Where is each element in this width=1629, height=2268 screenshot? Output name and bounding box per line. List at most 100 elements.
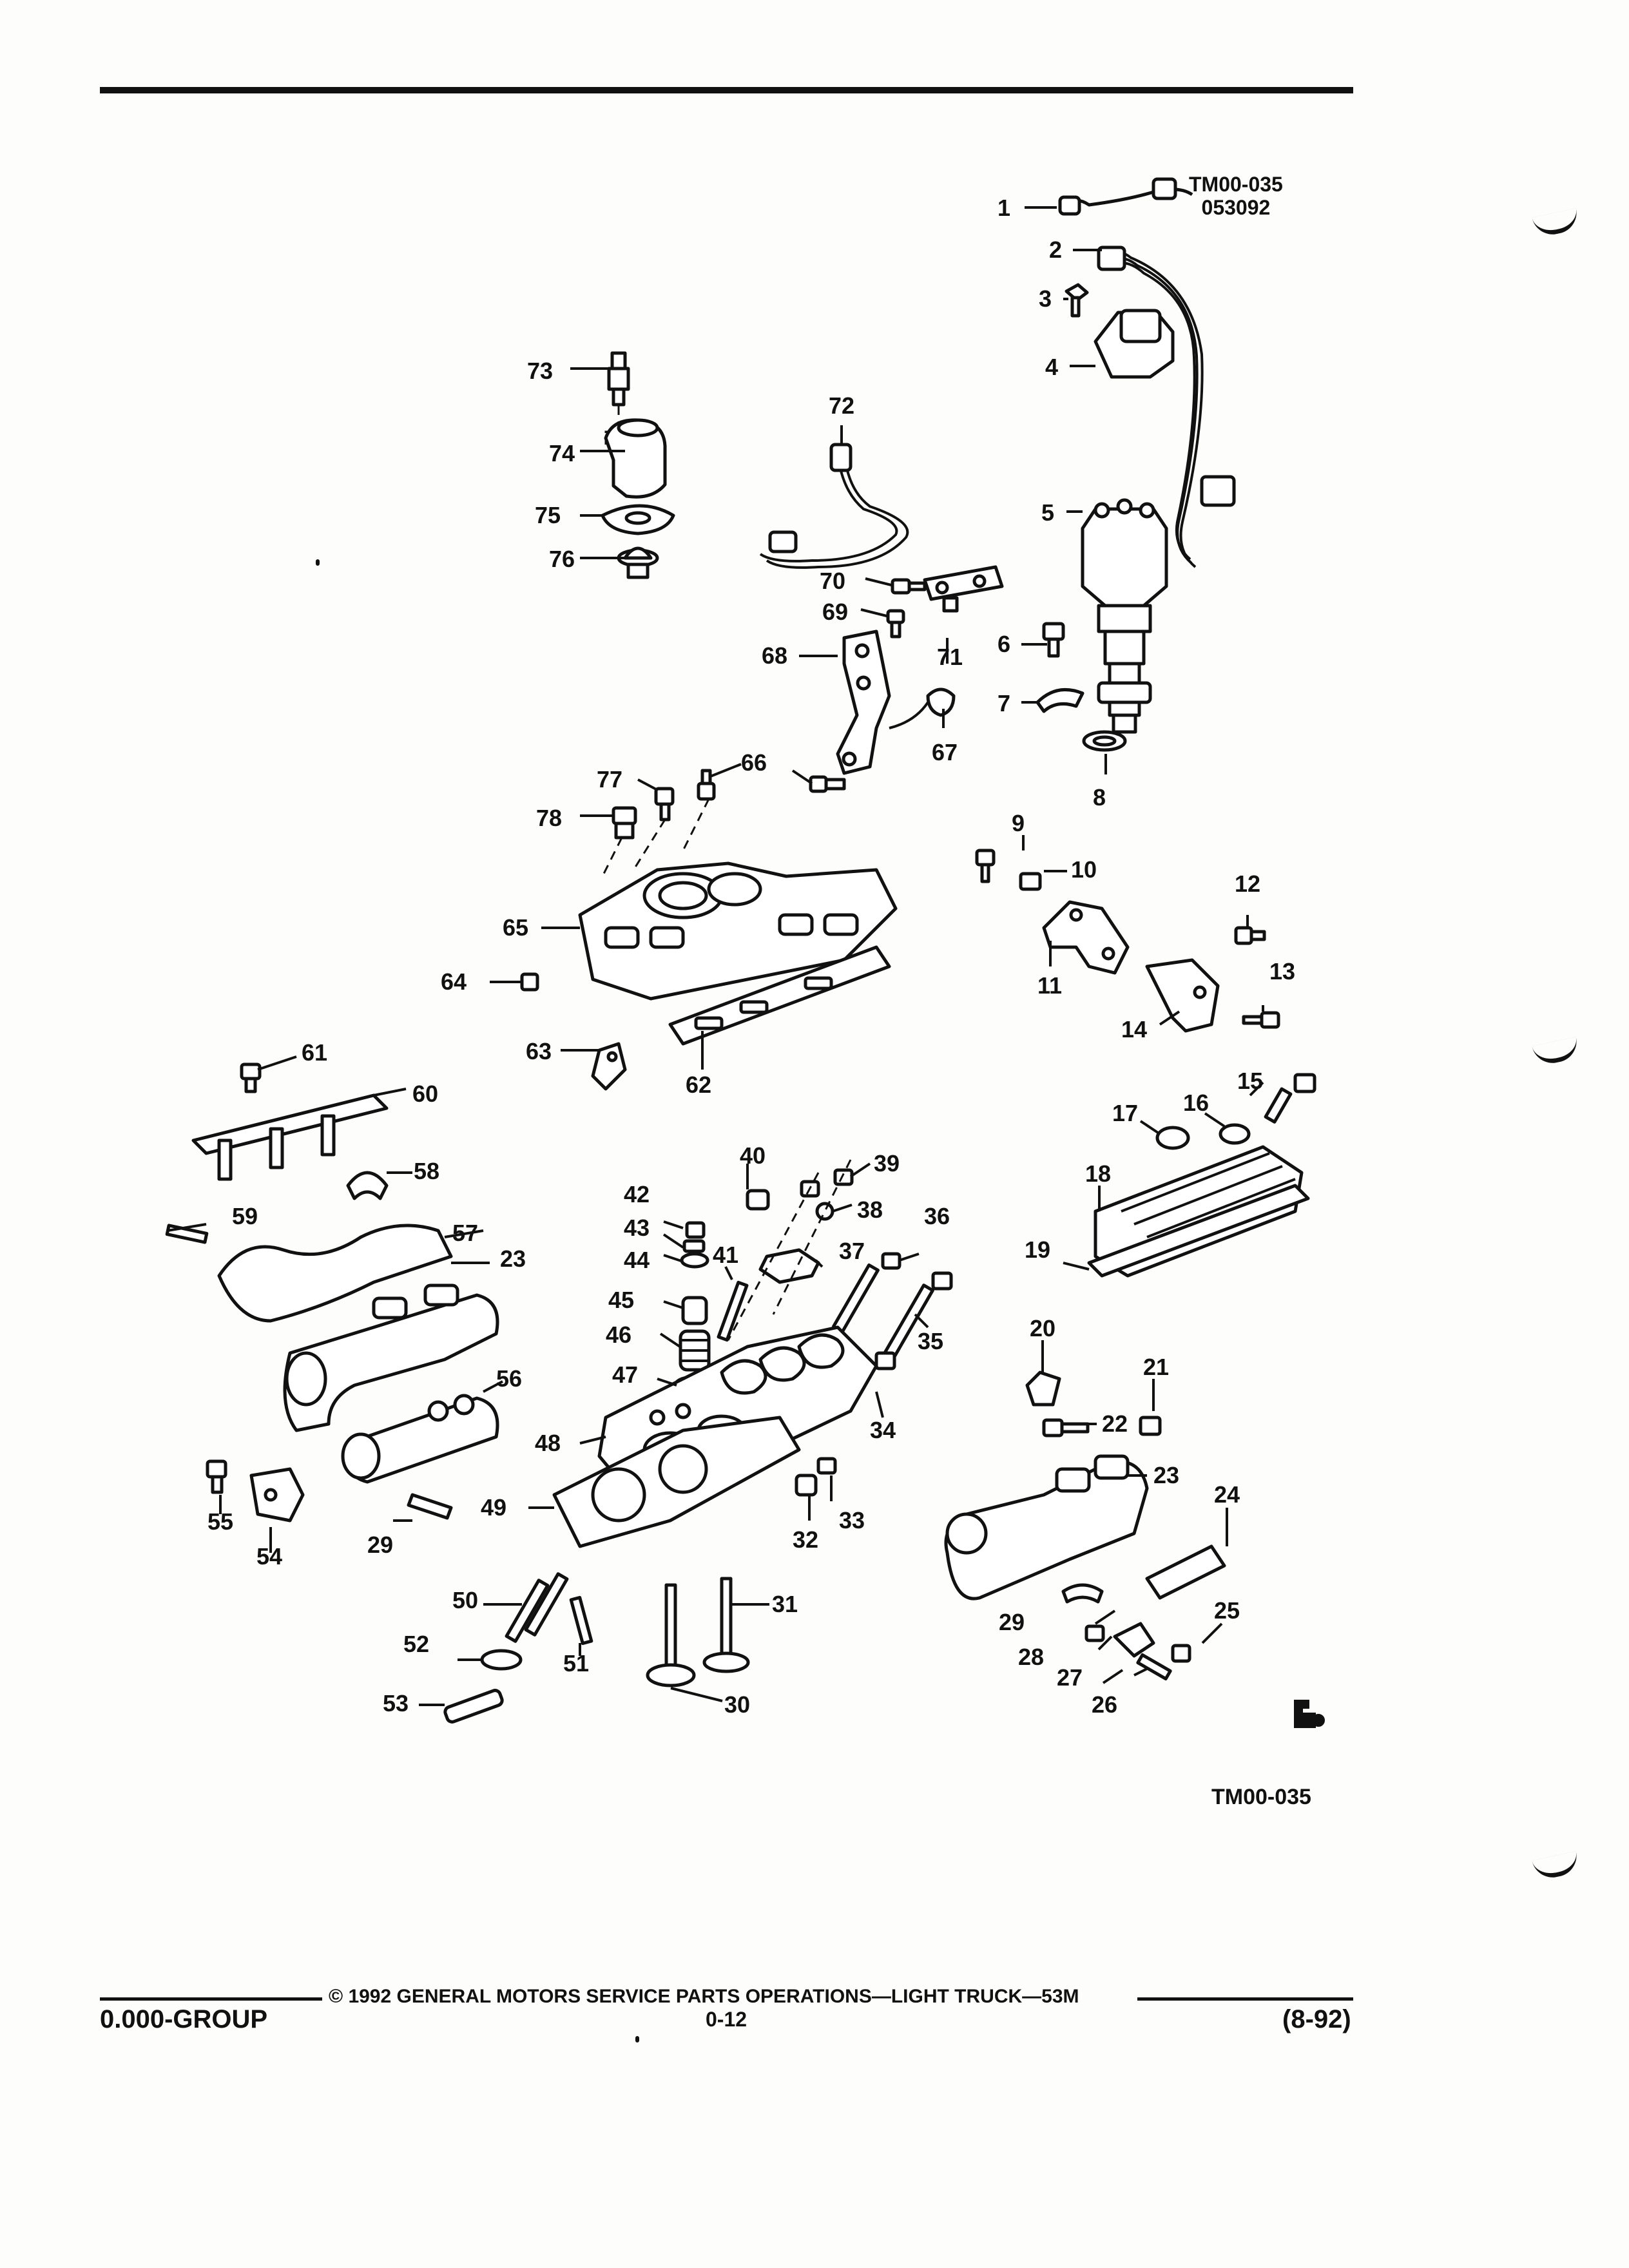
diagram-date: 053092 (1201, 196, 1271, 219)
part-38-ball (815, 1202, 834, 1221)
callout: 20 (1030, 1315, 1055, 1341)
part-33-plug (816, 1457, 837, 1475)
callout: 70 (820, 568, 845, 594)
part-76-thermostat (617, 546, 659, 579)
callout: 69 (822, 599, 848, 625)
part-43-lock (682, 1239, 706, 1253)
part-32-plug (795, 1474, 818, 1497)
part-72-sensor-wire (759, 443, 909, 569)
part-40-nut (746, 1189, 770, 1211)
callout: 40 (740, 1142, 766, 1169)
part-4-ignition-coil (1094, 309, 1175, 379)
callout: 22 (1102, 1410, 1128, 1437)
callout: 32 (793, 1526, 818, 1553)
part-24-shield (1145, 1544, 1226, 1600)
part-23-exhaust-manifold-left (283, 1283, 499, 1432)
callout: 4 (1045, 354, 1058, 380)
part-15-bolt (1264, 1073, 1316, 1124)
callout: 16 (1183, 1090, 1209, 1116)
part-56-manifold-lower (341, 1394, 499, 1484)
part-28-nut (1084, 1624, 1105, 1642)
part-50-pushrod (505, 1572, 569, 1643)
callout: 64 (441, 968, 467, 995)
part-20-bracket (1025, 1370, 1061, 1407)
diagram-code: TM00-035 (1189, 173, 1283, 196)
callout: 75 (535, 502, 561, 528)
callout: 47 (612, 1361, 638, 1388)
part-41-pushrod (717, 1280, 749, 1342)
top-rule (100, 87, 1353, 93)
part-9-bolt (975, 849, 996, 883)
part-74-water-outlet (604, 418, 667, 499)
callout: 14 (1121, 1016, 1147, 1043)
callout: 26 (1092, 1691, 1117, 1718)
callout: 61 (302, 1039, 327, 1066)
callout: 66 (741, 749, 767, 776)
part-61-bolt (240, 1062, 262, 1093)
callout: 17 (1112, 1100, 1138, 1126)
callout: 12 (1235, 870, 1260, 897)
callout: 54 (256, 1543, 282, 1570)
callout: 59 (232, 1203, 258, 1229)
part-21-nut (1139, 1416, 1162, 1436)
callout: 21 (1143, 1354, 1169, 1380)
callout: 30 (724, 1691, 750, 1718)
callout: 42 (624, 1181, 650, 1207)
part-16-grommet (1219, 1123, 1251, 1145)
part-54-bracket (249, 1467, 305, 1523)
part-57-gasket (217, 1224, 453, 1323)
callout: 76 (549, 546, 575, 572)
part-44-retainer (680, 1252, 709, 1269)
footer-rule-right (1137, 1997, 1353, 2001)
part-77-sensor (654, 787, 675, 822)
part-53-spark-plug (443, 1689, 504, 1724)
part-14-bracket (1145, 958, 1220, 1033)
part-60-rail (191, 1093, 389, 1181)
part-71-bracket (923, 565, 1004, 613)
callout: 19 (1025, 1236, 1050, 1263)
callout: 33 (839, 1507, 865, 1533)
part-52-retainer (480, 1649, 523, 1671)
part-26-stud (1136, 1653, 1172, 1681)
part-69-screw (886, 609, 905, 639)
part-27-bracket (1113, 1622, 1155, 1658)
corner-symbol (1294, 1700, 1325, 1728)
part-29-clip-left (407, 1493, 453, 1520)
callout: 10 (1071, 856, 1097, 883)
callout: 31 (772, 1591, 798, 1617)
callout: 6 (998, 631, 1010, 657)
footer-date: (8-92) (1282, 2005, 1351, 2033)
callout: 29 (999, 1609, 1025, 1635)
callout: 23 (1153, 1462, 1179, 1488)
callout: 71 (937, 644, 963, 670)
callout: 65 (503, 914, 528, 941)
callout: 35 (918, 1328, 943, 1354)
speck (316, 559, 320, 566)
callout: 67 (932, 739, 958, 765)
callout: 58 (414, 1158, 439, 1184)
part-6-bolt (1042, 622, 1065, 658)
callout: 57 (452, 1220, 478, 1246)
part-19-gasket (1087, 1184, 1310, 1278)
callout: 60 (412, 1081, 438, 1107)
part-23-exhaust-manifold-right (944, 1454, 1149, 1600)
part-49-head-gasket (552, 1416, 801, 1548)
callout: 41 (713, 1242, 738, 1268)
part-67-clip (889, 687, 956, 729)
callout: 45 (608, 1287, 634, 1313)
footer-group: 0.000-GROUP (100, 2005, 268, 2033)
callout: 36 (924, 1203, 950, 1229)
callout: 7 (998, 690, 1010, 716)
part-17-cap (1155, 1126, 1190, 1150)
callout: 73 (527, 358, 553, 384)
callout: 38 (857, 1196, 883, 1223)
part-5-distributor (1081, 498, 1168, 734)
callout: 46 (606, 1321, 631, 1348)
callout: 39 (874, 1150, 900, 1177)
part-63-bracket (591, 1042, 627, 1091)
callout: 74 (549, 440, 575, 466)
part-7-clamp (1036, 687, 1084, 713)
part-42-cap (685, 1221, 706, 1239)
callout: 55 (207, 1508, 233, 1535)
part-12-stud (1234, 926, 1266, 945)
